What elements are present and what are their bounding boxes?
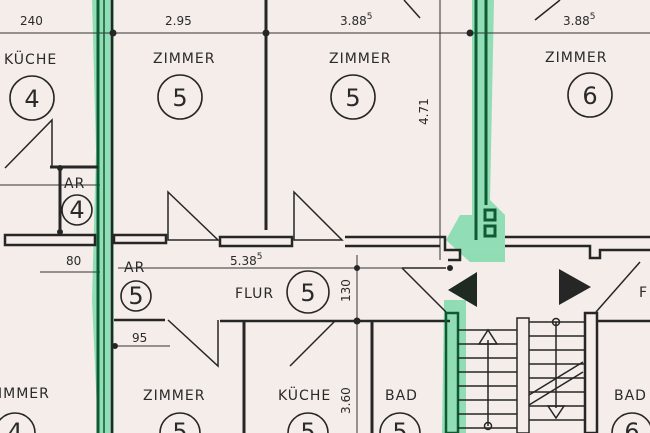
room-name: BAD — [614, 388, 647, 404]
room-number: 5 — [172, 418, 187, 433]
room-number: 4 — [7, 418, 22, 433]
room-number: 4 — [24, 85, 39, 113]
room-number: 5 — [300, 279, 315, 307]
room-name: AR — [64, 176, 85, 192]
dim-388-a: 3.885 — [340, 12, 372, 28]
dim-5385: 5.385 — [230, 252, 262, 268]
room-name: ZIMMER — [143, 388, 205, 404]
dim-80: 80 — [66, 254, 81, 268]
room-name: ZIMMER — [545, 50, 607, 66]
room-number: 5 — [172, 84, 187, 112]
room-name: ZIMMER — [329, 51, 391, 67]
walls — [3, 0, 650, 433]
dim-130: 130 — [339, 279, 353, 302]
room-name: KÜCHE — [278, 386, 331, 404]
dim-360: 3.60 — [339, 387, 353, 414]
room-name: FLUR — [235, 286, 274, 302]
room-name: F — [639, 285, 648, 301]
door-swings — [4, 0, 641, 368]
room-number: 6 — [624, 418, 639, 433]
room-number: 6 — [582, 82, 597, 110]
room-name: AR — [124, 260, 145, 276]
dim-295: 2.95 — [165, 14, 192, 28]
stair-down-arrow-icon — [546, 405, 566, 420]
room-number: 5 — [300, 418, 315, 433]
room-name: KÜCHE — [4, 50, 57, 68]
dim-388-b: 3.885 — [563, 12, 595, 28]
room-number: 5 — [345, 84, 360, 112]
dim-95: 95 — [132, 331, 147, 345]
room-number: 4 — [69, 196, 84, 224]
staircase[interactable] — [458, 317, 585, 433]
arrow-right-icon — [559, 269, 591, 305]
room-number: 5 — [392, 418, 407, 433]
room-circles — [0, 72, 650, 433]
arrow-left-icon — [448, 272, 477, 307]
room-name: BAD — [385, 388, 418, 404]
room-name: ZIMMER — [153, 51, 215, 67]
room-number: 5 — [128, 282, 143, 310]
stair-up-arrow-icon — [477, 328, 499, 345]
dim-240: 240 — [20, 14, 43, 28]
room-name: IMMER — [0, 386, 50, 402]
dim-471: 4.71 — [417, 98, 431, 125]
